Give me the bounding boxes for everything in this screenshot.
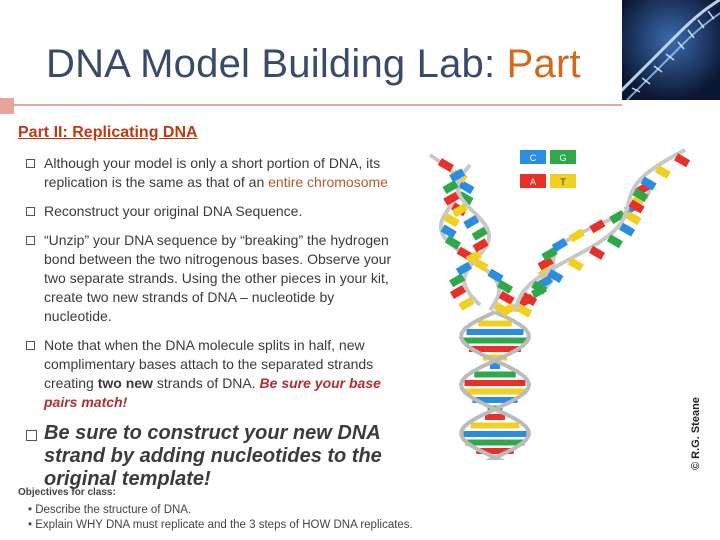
nucleotide-block (640, 176, 657, 191)
nucleotide-block (443, 191, 460, 206)
nucleotide-block (496, 279, 514, 294)
nucleotide-block (487, 268, 504, 283)
backbone-strand (459, 310, 532, 467)
dna-replication-figure: C G A T (410, 140, 710, 467)
slide-title: DNA Model Building Lab: Part (46, 42, 581, 87)
checkbox-bullet-icon (26, 341, 35, 350)
nucleotide-block (463, 215, 480, 229)
legend-c-label: C (530, 153, 537, 163)
nucleotide-block (444, 235, 462, 250)
checkbox-bullet-icon (26, 159, 35, 168)
bullet-item: Note that when the DNA molecule splits i… (22, 336, 402, 412)
nucleotide-block (443, 213, 460, 228)
nucleotide-block (609, 210, 626, 224)
bullet-item: “Unzip” your DNA sequence by “breaking” … (22, 231, 402, 326)
title-main: DNA Model Building Lab: (46, 42, 507, 86)
nucleotide-block (472, 238, 489, 253)
nucleotide-block (442, 180, 459, 194)
legend-a-block (520, 174, 546, 188)
legend-t-label: T (560, 177, 566, 187)
nucleotide-block (537, 256, 554, 271)
nucleotide-block (440, 224, 457, 239)
nucleotide-block (449, 285, 467, 299)
nucleotide-block (471, 226, 488, 241)
nucleotide-block (588, 245, 606, 260)
nucleotide-block (516, 303, 533, 318)
objective-item: • Explain WHY DNA must replicate and the… (28, 519, 413, 531)
checkbox-bullet-icon (26, 236, 35, 245)
bullet-item: Reconstruct your original DNA Sequence. (22, 202, 402, 221)
dna-corner-image (622, 0, 720, 100)
dna-helix (428, 148, 691, 467)
nucleotide-block (465, 250, 482, 264)
nucleotide-block (541, 247, 558, 262)
nucleotide-block (451, 203, 468, 218)
nucleotide-block (458, 296, 475, 311)
nucleotide-block (654, 164, 671, 179)
nucleotide-block (625, 211, 642, 226)
nucleotide-block (551, 237, 568, 252)
nucleotide-block (567, 257, 584, 272)
legend-g-block (550, 150, 576, 164)
legend-a-label: A (530, 177, 536, 187)
nucleotide-block (632, 188, 649, 202)
header-rule-accent (0, 98, 14, 114)
legend-c-block (520, 150, 546, 164)
objectives-heading: Objectives for class: (18, 487, 116, 498)
nucleotide-block (568, 228, 585, 243)
nucleotide-block (455, 261, 472, 276)
nucleotide-block (449, 273, 466, 288)
nucleotide-block (589, 219, 606, 234)
backbone-strand (458, 310, 531, 467)
backbone-strand (513, 148, 686, 313)
nucleotide-block (521, 292, 538, 307)
title-accent: Part (506, 42, 581, 86)
checkbox-bullet-icon (26, 430, 37, 441)
nucleotide-block (606, 234, 623, 249)
nucleotide-block (547, 269, 564, 283)
objective-item: • Describe the structure of DNA. (28, 504, 192, 516)
nucleotide-block (499, 302, 516, 317)
nucleotide-block (619, 222, 636, 237)
legend-g-label: G (559, 153, 566, 163)
legend-t-block (550, 174, 576, 188)
bullet-item: Although your model is only a short port… (22, 154, 402, 192)
bullet-list: Although your model is only a short port… (22, 154, 402, 501)
nucleotide-block (498, 290, 515, 305)
bullet-item-emphasis: Be sure to construct your new DNA strand… (22, 422, 402, 491)
nucleotide-block (449, 168, 466, 183)
nucleotide-block (531, 280, 548, 295)
section-heading: Part II: Replicating DNA (18, 124, 198, 141)
nucleotide-block (458, 180, 475, 195)
base-pair-legend: C G A T (520, 150, 576, 188)
backbone-strand (455, 163, 492, 307)
nucleotide-block (437, 158, 454, 172)
objectives-list: • Describe the structure of DNA. • Expla… (28, 503, 413, 533)
checkbox-bullet-icon (26, 207, 35, 216)
nucleotide-block (628, 199, 645, 214)
header-rule (14, 104, 622, 106)
nucleotide-block (674, 153, 691, 168)
copyright-label: © R.G. Steane (690, 397, 702, 470)
